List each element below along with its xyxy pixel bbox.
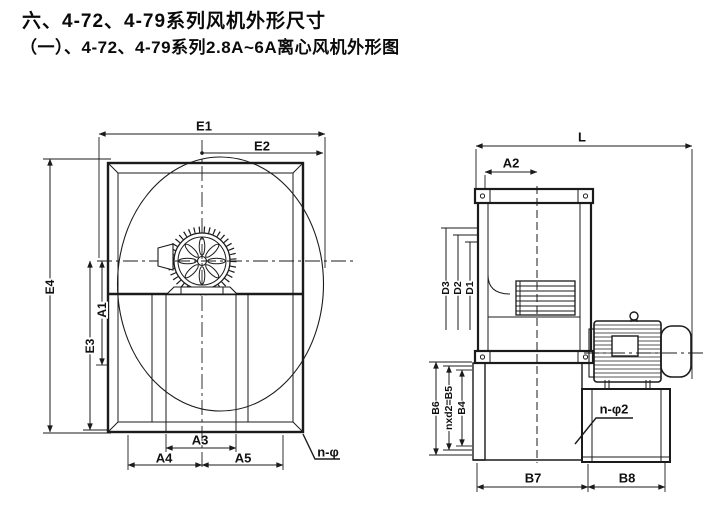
front-view [43, 131, 353, 471]
dim-label-b7: B7 [524, 470, 542, 486]
sheet-subtitle: （一）、4-72、4-79系列2.8A~6A离心风机外形图 [20, 38, 400, 57]
dim-label-e1: E1 [196, 118, 212, 134]
eye-bolt-icon [629, 311, 639, 321]
dim-label-b8: B8 [618, 470, 636, 486]
hub-pedestal [165, 286, 239, 295]
dim-label-d3: D3 [439, 280, 452, 296]
dim-label-e3: E3 [83, 337, 97, 355]
motor-end-cap [660, 325, 692, 378]
dim-label-l: L [578, 129, 586, 145]
outlet-flange-plate [472, 362, 486, 461]
dim-label-e4: E4 [43, 278, 57, 296]
motor-shaft-face [611, 335, 639, 357]
motor-terminal-box [157, 243, 174, 271]
dim-label-d2: D2 [451, 280, 464, 296]
dim-label-a5: A5 [234, 450, 252, 466]
dim-label-a3: A3 [191, 432, 209, 448]
motor [584, 311, 704, 389]
dim-label-d1: D1 [463, 280, 476, 296]
dim-label-a4: A4 [155, 450, 173, 466]
impeller-hub [167, 226, 237, 296]
dim-label-e2: E2 [254, 138, 270, 154]
dim-label-b4: B4 [455, 400, 468, 416]
dim-label-a1: A1 [95, 301, 109, 319]
sheet-title: 六、4-72、4-79系列风机外形尺寸 [22, 11, 327, 32]
dim-label-n-phi: n-φ [317, 444, 339, 460]
dim-label-b5: nxd2=B5 [442, 384, 455, 432]
motor-support-box [581, 388, 671, 463]
side-view [429, 143, 704, 492]
dim-label-b6: B6 [429, 400, 442, 416]
dim-label-n-phi2: n-φ2 [599, 401, 629, 417]
dim-label-a2: A2 [502, 155, 520, 171]
